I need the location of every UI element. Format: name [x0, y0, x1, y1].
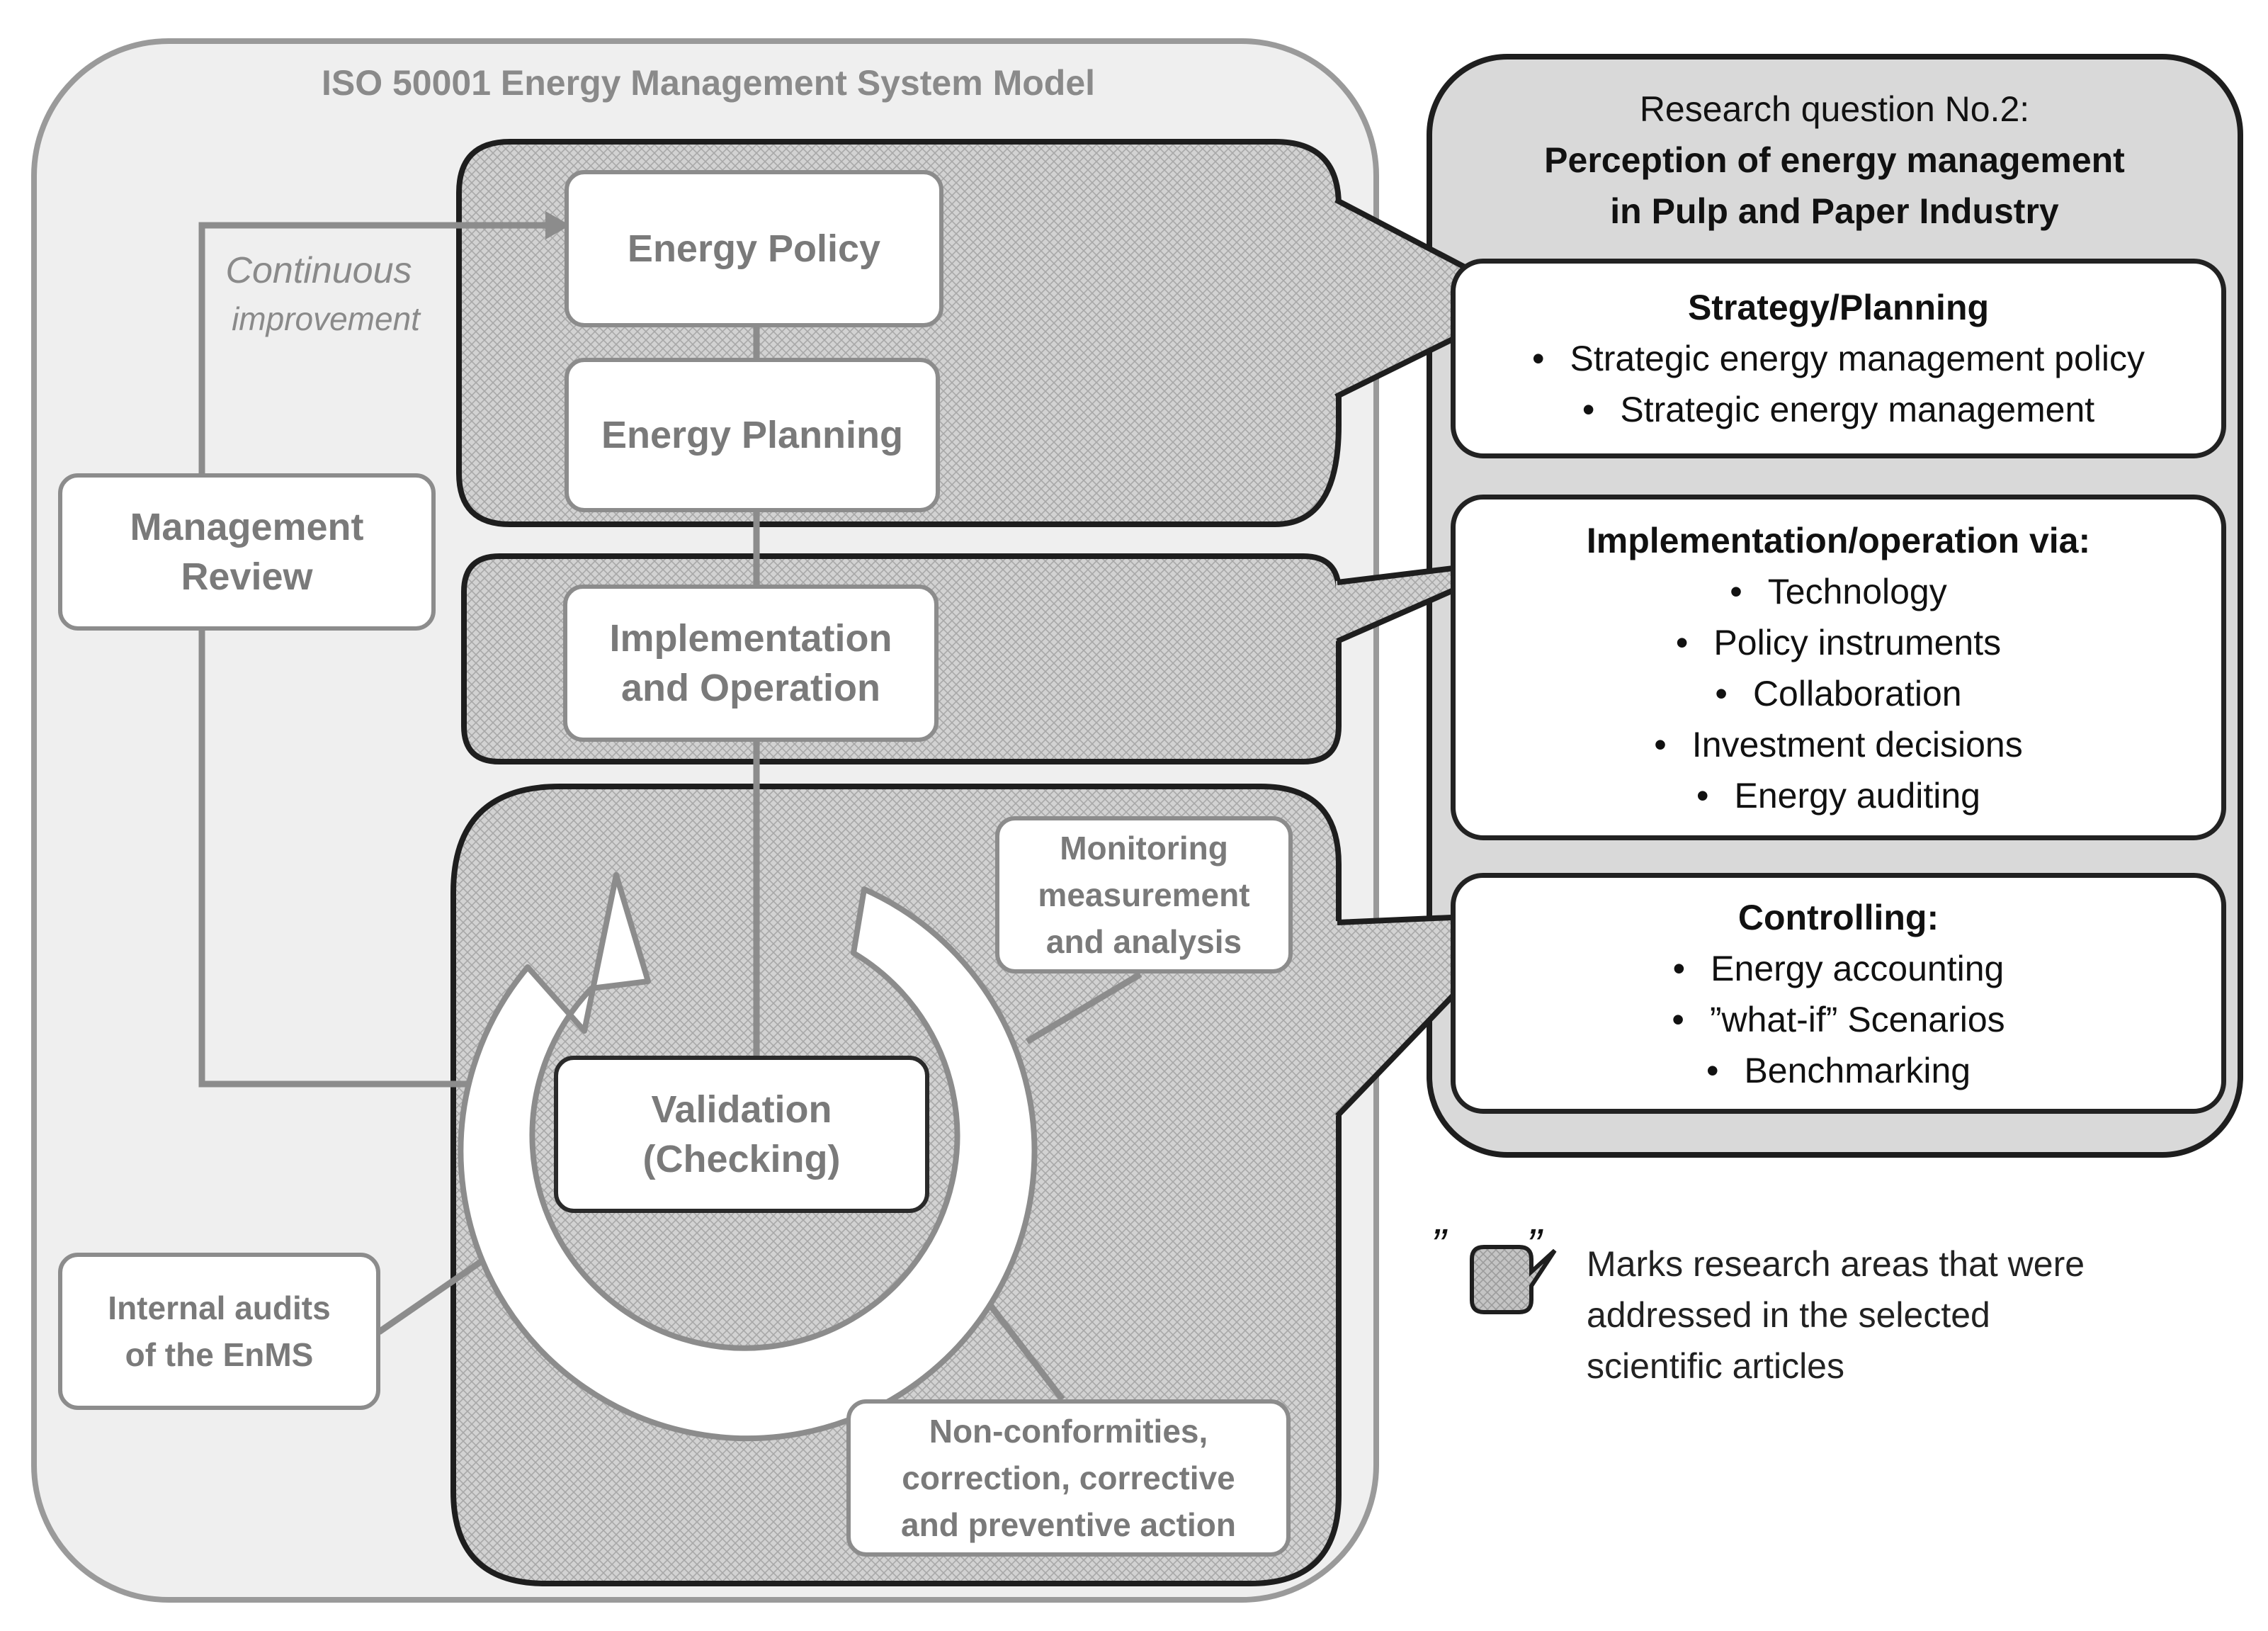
controlling-item: •”what-if” Scenarios: [1456, 994, 2221, 1045]
legend-line3: scientific articles: [1587, 1346, 1844, 1386]
legend-quote-right: ”: [1526, 1219, 1542, 1270]
model-title: ISO 50001 Energy Management System Model: [321, 63, 1096, 103]
energy-policy-box: Energy Policy: [565, 170, 943, 327]
callout-strategy-pointer: [1332, 198, 1530, 397]
controlling-heading: Controlling:: [1737, 898, 1939, 937]
connector-nonconformities: [978, 1291, 1065, 1401]
implementation-panel-heading: Implementation/operation via:: [1586, 521, 2091, 560]
bullet-icon: •: [1672, 949, 1686, 988]
legend-callout-icon: [1470, 1245, 1557, 1314]
management-review-line2: Review: [181, 555, 313, 598]
implementation-item: •Investment decisions: [1456, 719, 2221, 770]
monitoring-line1: Monitoring: [1060, 830, 1228, 867]
strategy-item: •Strategic energy management: [1456, 384, 2221, 435]
bullet-icon: •: [1654, 725, 1667, 764]
connector-monitoring: [1025, 971, 1142, 1044]
implementation-item: •Collaboration: [1456, 668, 2221, 719]
arrow-head-icon: [545, 211, 570, 239]
continuous-improvement-line: [198, 222, 545, 1088]
implementation-item: •Policy instruments: [1456, 617, 2221, 668]
controlling-item: •Benchmarking: [1456, 1045, 2221, 1096]
controlling-panel: Controlling: •Energy accounting •”what-i…: [1451, 873, 2226, 1114]
implementation-box: Implementation and Operation: [563, 585, 939, 742]
implementation-operation-panel: Implementation/operation via: •Technolog…: [1451, 495, 2226, 840]
bullet-icon: •: [1582, 390, 1595, 429]
research-line3: in Pulp and Paper Industry: [1610, 191, 2059, 231]
legend-line2: addressed in the selected: [1587, 1295, 1990, 1335]
strategy-item: •Strategic energy management policy: [1456, 333, 2221, 384]
internal-audits-box: Internal audits of the EnMS: [58, 1253, 380, 1410]
controlling-item: •Energy accounting: [1456, 943, 2221, 994]
energy-policy-label: Energy Policy: [627, 227, 881, 270]
strategy-heading: Strategy/Planning: [1687, 288, 1990, 327]
nonconformities-box: Non-conformities, correction, corrective…: [846, 1399, 1291, 1557]
implementation-item: •Technology: [1456, 566, 2221, 617]
legend-text: Marks research areas that were addressed…: [1587, 1238, 2224, 1392]
validation-line2: (Checking): [642, 1138, 841, 1180]
management-review-line1: Management: [130, 506, 364, 548]
improvement-label: improvement: [232, 300, 420, 337]
validation-box: Validation (Checking): [554, 1056, 929, 1213]
bullet-icon: •: [1696, 776, 1709, 816]
nonconformities-line3: and preventive action: [901, 1506, 1236, 1543]
bullet-icon: •: [1675, 623, 1689, 662]
implementation-line1: Implementation: [609, 617, 892, 660]
cycle-arrow-icon: [458, 872, 1038, 1442]
connector-audits: [377, 1258, 484, 1335]
nonconformities-line1: Non-conformities,: [929, 1413, 1208, 1450]
monitoring-line2: measurement: [1038, 876, 1250, 913]
research-line1: Research question No.2:: [1639, 89, 2030, 129]
implementation-line2: and Operation: [620, 667, 881, 709]
legend-line1: Marks research areas that were: [1587, 1244, 2085, 1284]
bullet-icon: •: [1672, 1000, 1684, 1039]
strategy-planning-panel: Strategy/Planning •Strategic energy mana…: [1451, 259, 2226, 458]
bullet-icon: •: [1730, 572, 1742, 611]
internal-audits-line2: of the EnMS: [125, 1336, 314, 1373]
energy-planning-box: Energy Planning: [565, 358, 940, 512]
internal-audits-line1: Internal audits: [108, 1289, 331, 1326]
bullet-icon: •: [1706, 1051, 1719, 1090]
energy-planning-label: Energy Planning: [601, 414, 904, 456]
bullet-icon: •: [1531, 339, 1545, 378]
monitoring-box: Monitoring measurement and analysis: [995, 816, 1293, 973]
validation-line1: Validation: [651, 1088, 832, 1131]
bullet-icon: •: [1715, 674, 1728, 713]
legend-quote-left: ”: [1431, 1219, 1446, 1270]
implementation-item: •Energy auditing: [1456, 770, 2221, 821]
research-question-heading: Research question No.2: Perception of en…: [1438, 84, 2231, 237]
management-review-box: Management Review: [58, 473, 436, 631]
nonconformities-line2: correction, corrective: [902, 1460, 1235, 1496]
monitoring-line3: and analysis: [1045, 923, 1242, 960]
continuous-label: Continuous: [225, 250, 412, 291]
research-line2: Perception of energy management: [1544, 140, 2125, 180]
